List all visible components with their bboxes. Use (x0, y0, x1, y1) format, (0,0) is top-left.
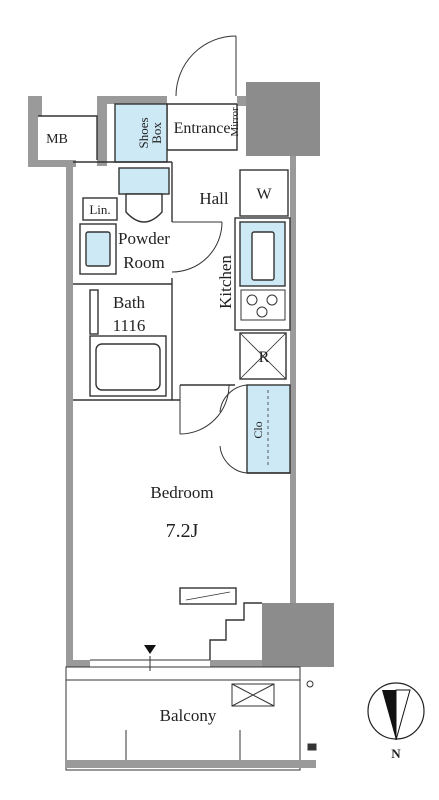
walls (28, 96, 296, 667)
compass-icon (367, 682, 425, 741)
room-label-mb: MB (46, 132, 68, 147)
label-bath-size: 1116 (113, 316, 146, 335)
label-refrigerator: R (259, 349, 270, 366)
doors (171, 35, 248, 474)
label-mirror: Mirror (229, 107, 241, 137)
room-label-powder-line1: Powder (118, 229, 170, 248)
room-label-bedroom: Bedroom (150, 483, 213, 502)
compass-label: N (391, 746, 401, 761)
interior-walls (38, 103, 291, 660)
label-bedroom-size: 7.2J (166, 520, 199, 542)
window-sash (90, 656, 210, 671)
room-label-hall: Hall (199, 189, 229, 208)
room-label-kitchen: Kitchen (216, 255, 235, 309)
room-label-bath: Bath (113, 293, 146, 312)
room-label-powder-line2: Room (123, 253, 165, 272)
stove-icon (240, 289, 286, 321)
pillar-top-right (246, 82, 320, 156)
room-label-balcony: Balcony (160, 706, 217, 725)
label-linen: Lin. (89, 202, 110, 217)
label-shoes-box-line1: Shoes (136, 117, 151, 148)
entry-marker-icon (144, 645, 156, 654)
label-washer: W (256, 186, 272, 203)
label-closet: Clo (251, 421, 265, 438)
pillar-bottom-right (262, 603, 334, 667)
room-label-entrance: Entrance (174, 120, 231, 137)
label-shoes-box-line2: Box (149, 122, 164, 144)
balcony (65, 666, 317, 771)
